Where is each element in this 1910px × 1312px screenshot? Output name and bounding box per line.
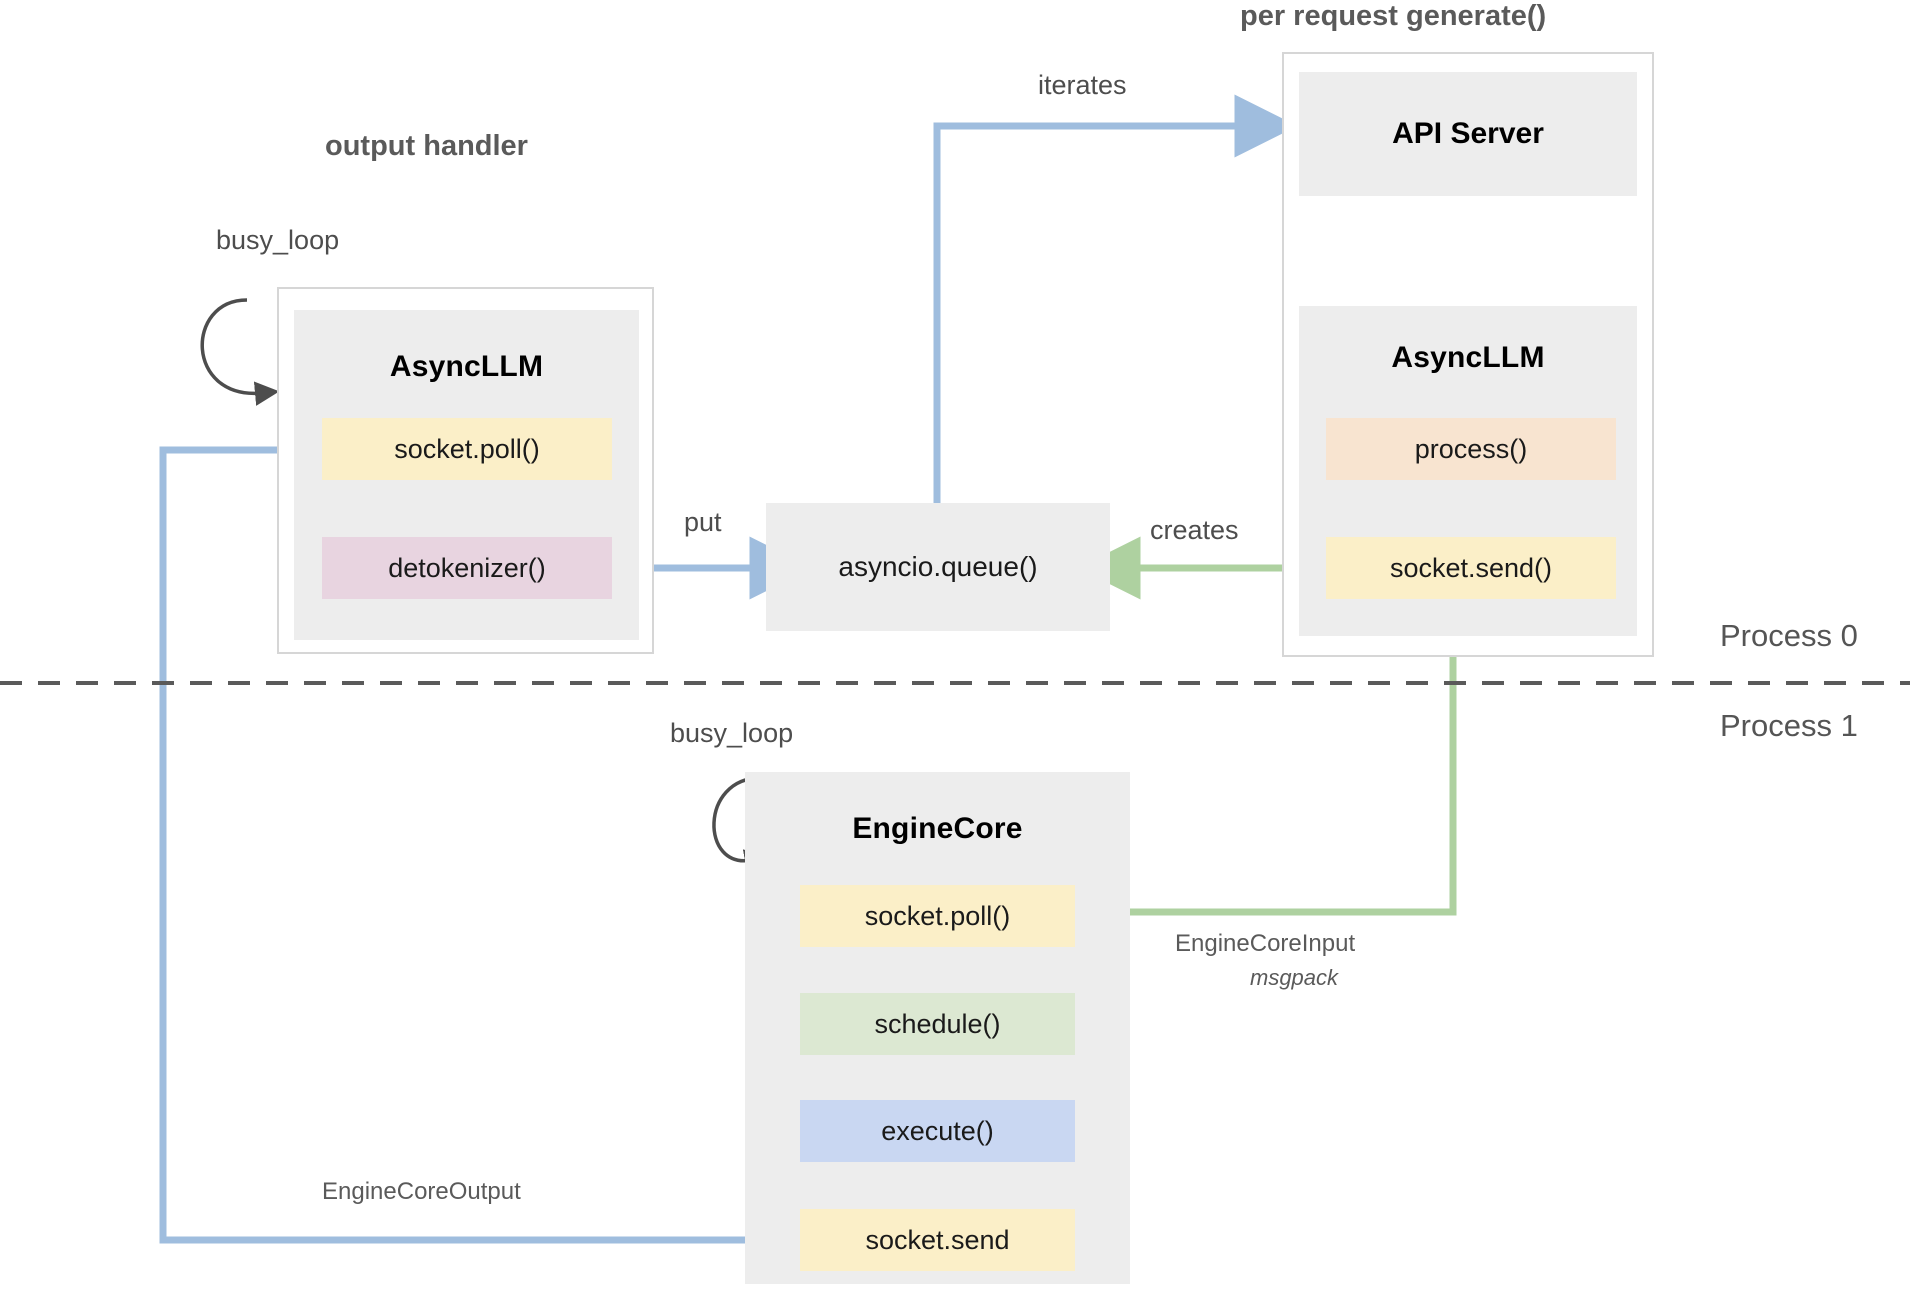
process-label-bottom: Process 1 bbox=[1720, 708, 1858, 743]
iterates-arrow bbox=[933, 94, 1298, 503]
edge-label-creates: creates bbox=[1150, 515, 1239, 545]
chip-engine-core-execute[interactable]: execute() bbox=[800, 1100, 1075, 1162]
section-heading-output-handler: output handler bbox=[325, 130, 528, 162]
busy-loop-label-output-handler: busy_loop bbox=[216, 225, 340, 255]
asyncio-queue-box[interactable]: asyncio.queue() bbox=[766, 503, 1110, 631]
chip-request-socket-send[interactable]: socket.send() bbox=[1326, 537, 1616, 599]
section-heading-per-request: per request generate() bbox=[1240, 0, 1547, 32]
chip-request-process[interactable]: process() bbox=[1326, 418, 1616, 480]
edge-label-engine-core-input: EngineCoreInput bbox=[1175, 930, 1356, 957]
edge-label-iterates: iterates bbox=[1038, 70, 1127, 100]
edge-sublabel-msgpack: msgpack bbox=[1250, 965, 1339, 990]
edge-label-put: put bbox=[684, 507, 722, 537]
output-handler-asyncllm-title: AsyncLLM bbox=[389, 350, 544, 383]
process-label-top: Process 0 bbox=[1720, 618, 1858, 653]
busy-loop-label-engine-core: busy_loop bbox=[670, 718, 794, 748]
engine-core-title: EngineCore bbox=[852, 812, 1023, 845]
request-asyncllm-title: AsyncLLM bbox=[1391, 341, 1545, 374]
api-server-title: API Server bbox=[1392, 117, 1544, 150]
edge-label-engine-core-output: EngineCoreOutput bbox=[322, 1178, 521, 1205]
api-server-group: API Server bbox=[1299, 72, 1637, 196]
busy-loop-arrow-output-handler bbox=[200, 298, 280, 406]
chip-engine-core-socket-send[interactable]: socket.send bbox=[800, 1209, 1075, 1271]
chip-engine-core-schedule[interactable]: schedule() bbox=[800, 993, 1075, 1055]
chip-engine-core-socket-poll[interactable]: socket.poll() bbox=[800, 885, 1075, 947]
chip-output-handler-socket-poll[interactable]: socket.poll() bbox=[322, 418, 612, 480]
chip-output-handler-detokenizer[interactable]: detokenizer() bbox=[322, 537, 612, 599]
